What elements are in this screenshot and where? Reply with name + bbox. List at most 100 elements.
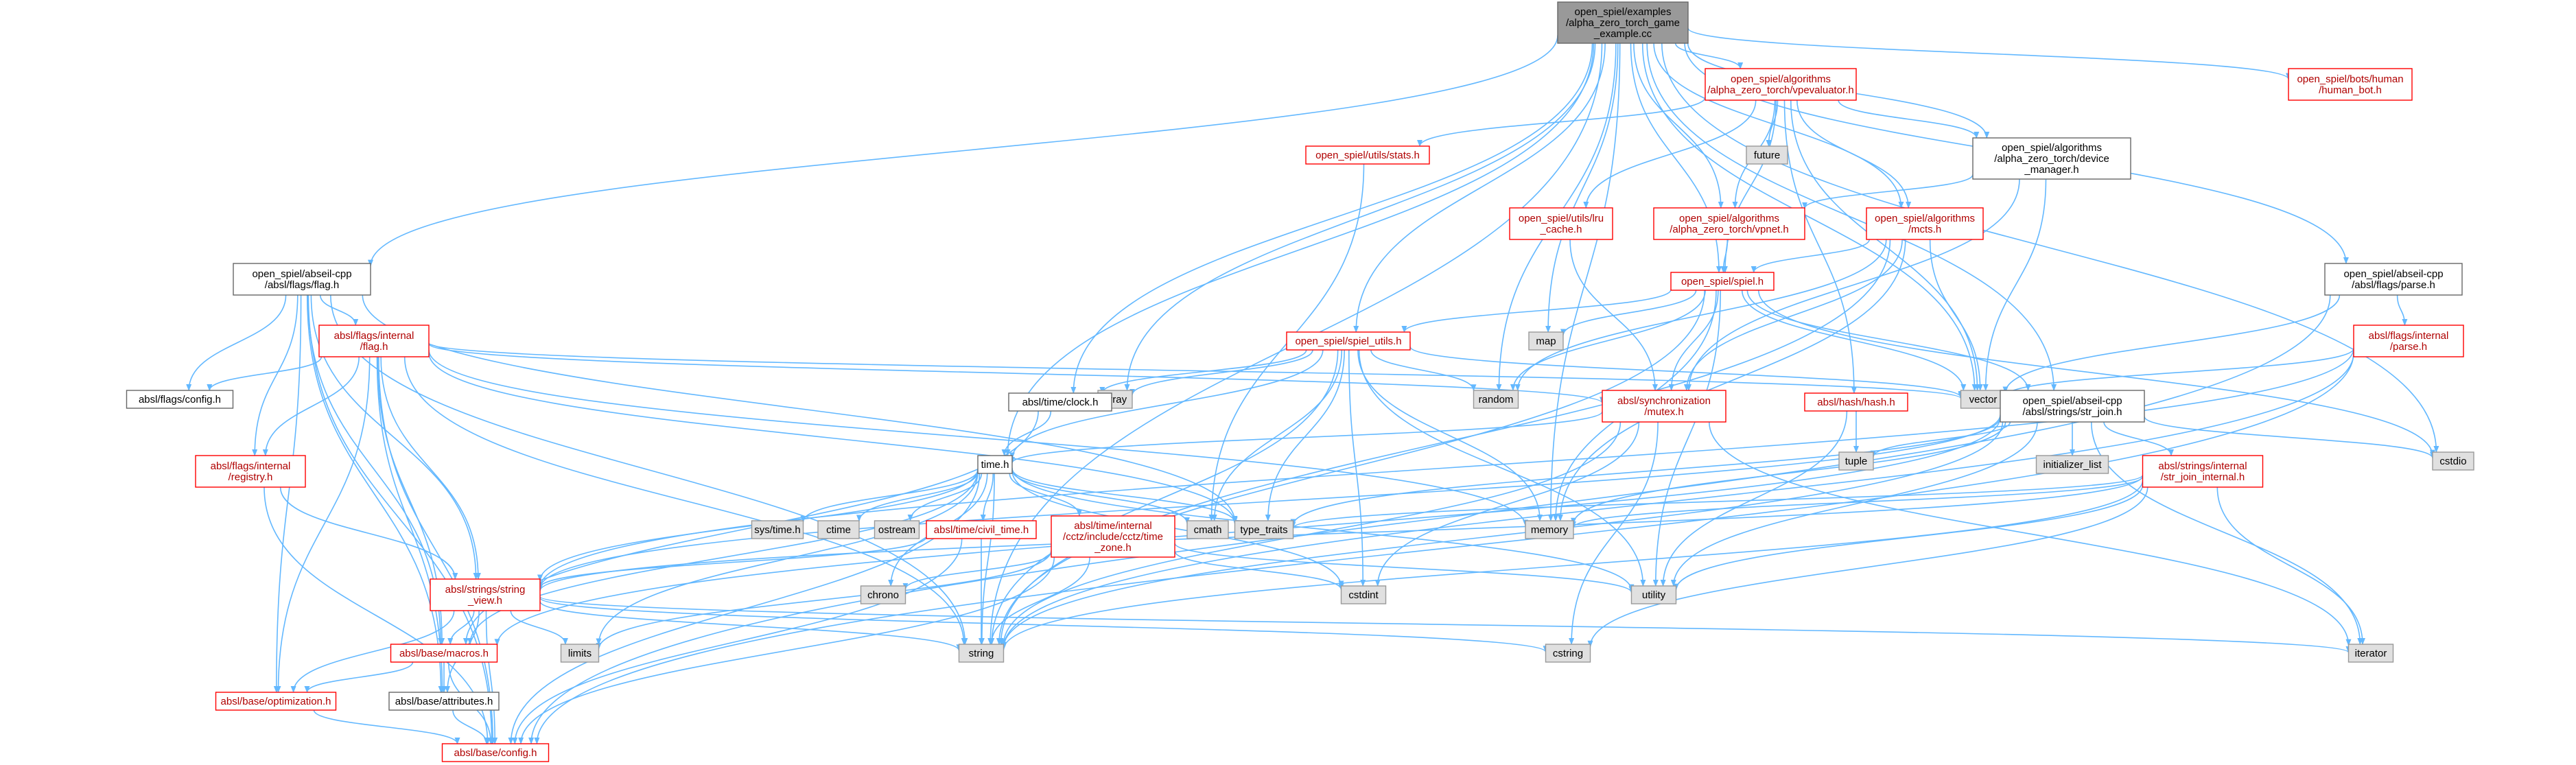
node-time-h[interactable]: time.h	[977, 455, 1013, 474]
node-label-line: /alpha_zero_torch/vpevaluator.h	[1707, 84, 1853, 96]
node-cctz-time-zone[interactable]: absl/time/internal/cctz/include/cctz/tim…	[1051, 515, 1175, 558]
edge-cctz_time_zone-to-string	[988, 556, 1090, 645]
edge-flag_h-to-optimization_h	[273, 294, 302, 693]
node-internal-flag[interactable]: absl/flags/internal/flag.h	[318, 325, 430, 357]
node-vpevaluator[interactable]: open_spiel/algorithms/alpha_zero_torch/v…	[1705, 68, 1857, 101]
edge-root-to-vpnet	[1633, 43, 1724, 209]
edge-str_join-to-str_join_internal	[2103, 421, 2174, 456]
edge-str_join-to-string_view	[537, 414, 2001, 589]
edge-internal_parse-to-vector	[2002, 348, 2354, 397]
node-macros-h[interactable]: absl/base/macros.h	[390, 644, 498, 663]
node-label-line: absl/flags/internal	[334, 330, 414, 342]
edge-internal_flag-to-memory	[428, 349, 1528, 527]
edge-spiel_utils-to-vector	[1409, 346, 1964, 398]
node-registry[interactable]: absl/flags/internal/registry.h	[195, 455, 306, 488]
edge-internal_flag-to-type_traits	[428, 352, 1238, 524]
edge-cctz_time_zone-to-limits	[596, 550, 1052, 650]
edge-spiel_h-to-string	[996, 290, 1705, 645]
node-box	[958, 644, 1005, 663]
node-clock-h[interactable]: absl/time/clock.h	[1008, 392, 1112, 412]
edge-root-to-clock_h	[1070, 43, 1593, 394]
edge-mcts-to-spiel_h	[1750, 239, 1870, 273]
node-flag-h[interactable]: open_spiel/abseil-cpp/absl/flags/flag.h	[233, 263, 371, 296]
node-string-view[interactable]: absl/strings/string_view.h	[430, 578, 541, 611]
node-stats[interactable]: open_spiel/utils/stats.h	[1305, 145, 1430, 165]
node-label-line: _zone.h	[1094, 542, 1131, 554]
node-box	[874, 520, 920, 539]
node-iterator: iterator	[2347, 644, 2394, 663]
edge-internal_flag-to-attributes_h	[376, 356, 445, 693]
edge-internal_flag-to-mutex_h	[428, 343, 1605, 404]
edge-registry-to-string_view	[279, 486, 458, 580]
node-spiel-h[interactable]: open_spiel/spiel.h	[1670, 272, 1775, 291]
edge-civil_time-to-config_h	[512, 538, 963, 744]
edge-spiel_h-to-str_join	[1746, 290, 2031, 391]
node-sys-time: sys/time.h	[751, 520, 804, 539]
node-label-line: absl/time/internal	[1074, 520, 1151, 532]
node-label-line: limits	[568, 648, 592, 659]
node-vpnet[interactable]: open_spiel/algorithms/alpha_zero_torch/v…	[1653, 207, 1805, 240]
node-civil-time[interactable]: absl/time/civil_time.h	[926, 520, 1037, 539]
node-label-line: open_spiel/algorithms	[2002, 142, 2102, 154]
node-label-line: open_spiel/utils/lru	[1519, 213, 1604, 224]
node-spiel-utils[interactable]: open_spiel/spiel_utils.h	[1286, 331, 1411, 351]
node-str-join-internal[interactable]: absl/strings/internal/str_join_internal.…	[2142, 455, 2264, 488]
node-label-line: _manager.h	[2024, 164, 2079, 176]
edge-root-to-spiel_utils	[1353, 43, 1606, 333]
edge-vpevaluator-to-stats	[1417, 97, 1706, 147]
edge-str_join-to-type_traits	[1290, 416, 2001, 526]
node-label-line: /cctz/include/cctz/time	[1063, 531, 1163, 543]
node-config-h[interactable]: absl/base/config.h	[441, 743, 550, 762]
edge-vpnet-to-spiel_h	[1720, 239, 1729, 273]
node-box	[1186, 520, 1229, 539]
node-parse-h[interactable]: open_spiel/abseil-cpp/absl/flags/parse.h	[2324, 263, 2463, 296]
edge-str_join-to-memory	[1571, 421, 2006, 525]
node-label-line: /alpha_zero_torch_game	[1566, 17, 1680, 29]
node-box	[977, 455, 1013, 474]
node-label-line: absl/base/macros.h	[399, 648, 489, 659]
node-cmath: cmath	[1186, 520, 1229, 539]
node-str-join[interactable]: open_spiel/abseil-cpp/absl/strings/str_j…	[2000, 390, 2145, 423]
node-label-line: cstdint	[1348, 589, 1379, 601]
node-internal-parse[interactable]: absl/flags/internal/parse.h	[2353, 325, 2464, 357]
edge-spiel_utils-to-utility	[1358, 349, 1646, 587]
node-box	[1305, 145, 1430, 165]
node-label-line: /absl/strings/str_join.h	[2022, 406, 2122, 418]
node-label-line: cstring	[1553, 648, 1583, 659]
node-box	[390, 644, 498, 663]
edge-str_join-to-string	[1000, 421, 2004, 649]
node-label-line: chrono	[867, 589, 899, 601]
node-cstdio: cstdio	[2432, 451, 2474, 471]
node-label-line: tuple	[1845, 456, 1868, 467]
node-tuple: tuple	[1838, 451, 1874, 471]
edge-device_manager-to-vector	[1982, 178, 2047, 391]
node-lru-cache[interactable]: open_spiel/utils/lru_cache.h	[1509, 207, 1613, 240]
node-type-traits: type_traits	[1234, 520, 1294, 539]
node-hash-h[interactable]: absl/hash/hash.h	[1804, 392, 1908, 412]
edge-layer	[186, 27, 2439, 744]
node-flags-config[interactable]: absl/flags/config.h	[126, 390, 234, 409]
edge-cctz_time_zone-to-chrono	[902, 552, 1052, 590]
edge-spiel_utils-to-cstdint	[1348, 349, 1366, 587]
node-human-bot[interactable]: open_spiel/bots/human/human_bot.h	[2288, 68, 2413, 101]
node-device-manager[interactable]: open_spiel/algorithms/alpha_zero_torch/d…	[1972, 137, 2131, 180]
edge-spiel_utils-to-array	[1129, 349, 1313, 396]
node-mcts[interactable]: open_spiel/algorithms/mcts.h	[1866, 207, 1984, 240]
node-mutex-h[interactable]: absl/synchronization/mutex.h	[1602, 390, 1726, 423]
edge-spiel_utils-to-clock_h	[1099, 349, 1307, 394]
edge-str_join_internal-to-string_view	[537, 475, 2144, 592]
node-optimization-h[interactable]: absl/base/optimization.h	[215, 692, 337, 711]
node-label-line: open_spiel/spiel_utils.h	[1295, 336, 1401, 347]
node-box	[1473, 390, 1519, 409]
node-label-line: ostream	[878, 524, 915, 536]
node-box	[1286, 331, 1411, 351]
node-attributes-h[interactable]: absl/base/attributes.h	[388, 692, 500, 711]
edge-str_join_internal-to-type_traits	[1290, 474, 2144, 529]
edge-flag_h-to-string	[330, 294, 968, 645]
node-label-line: ctime	[826, 524, 851, 536]
node-box	[2000, 390, 2145, 423]
edge-root-to-map	[1545, 43, 1619, 333]
edge-hash_h-to-utility	[1660, 410, 1848, 587]
edge-attributes_h-to-config_h	[452, 709, 489, 744]
edge-time_h-to-string	[979, 473, 995, 645]
